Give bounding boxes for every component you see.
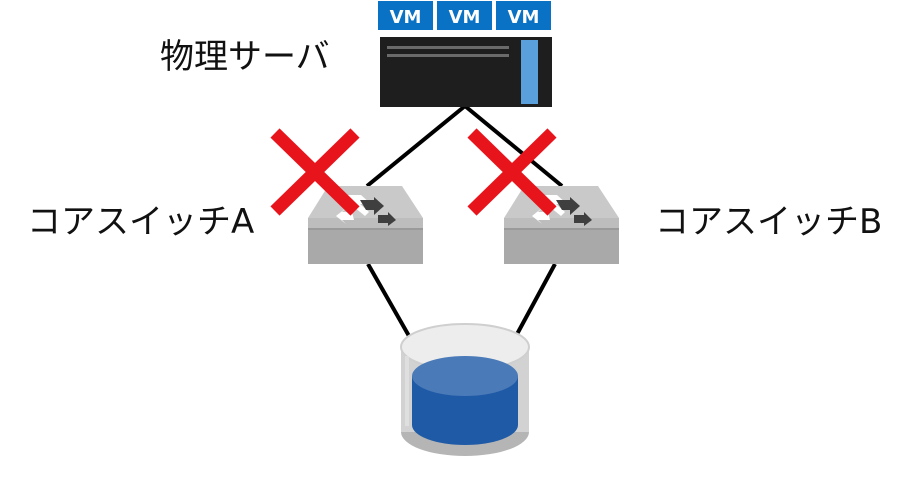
link-server-switch-b bbox=[463, 104, 564, 188]
red-x-icon bbox=[467, 128, 557, 216]
vm-badge-label: VM bbox=[508, 7, 540, 28]
link-switch-b-storage bbox=[514, 263, 557, 337]
server-icon bbox=[380, 37, 552, 107]
vm-badge-label: VM bbox=[449, 7, 481, 28]
switch-b-label: コアスイッチB bbox=[655, 202, 883, 242]
storage-cylinder-icon bbox=[400, 323, 530, 456]
vm-badge: VM bbox=[496, 1, 551, 30]
network-switch-icon bbox=[308, 186, 423, 264]
link-server-switch-a bbox=[365, 104, 467, 188]
connections bbox=[365, 104, 564, 337]
vm-badges: VM VM VM bbox=[378, 1, 551, 30]
link-switch-a-storage bbox=[366, 263, 411, 337]
server-label: 物理サーバ bbox=[160, 37, 330, 77]
vm-badge-label: VM bbox=[390, 7, 422, 28]
red-x-icon bbox=[270, 128, 360, 216]
vm-badge: VM bbox=[437, 1, 492, 30]
switch-a-label: コアスイッチA bbox=[27, 202, 255, 242]
network-switch-icon bbox=[504, 186, 619, 264]
vm-badge: VM bbox=[378, 1, 433, 30]
